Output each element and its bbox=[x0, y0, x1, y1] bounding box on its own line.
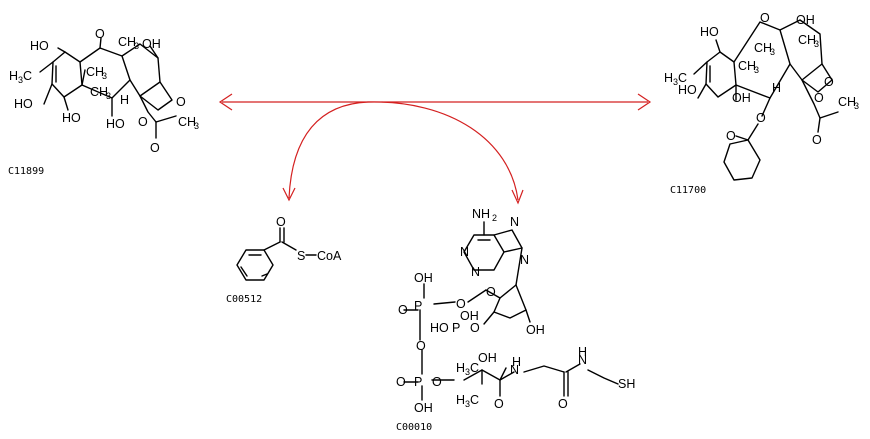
svg-text:2: 2 bbox=[492, 213, 497, 223]
svg-text:O: O bbox=[760, 11, 770, 25]
svg-text:CH: CH bbox=[118, 35, 136, 49]
svg-text:OH: OH bbox=[414, 401, 433, 415]
svg-text:N: N bbox=[578, 353, 587, 367]
svg-text:3: 3 bbox=[465, 367, 470, 377]
label-c11899: C11899 bbox=[8, 166, 44, 177]
svg-text:O: O bbox=[138, 115, 148, 129]
svg-text:P: P bbox=[414, 299, 422, 313]
arrowhead-c00512 bbox=[282, 187, 296, 202]
svg-text:P: P bbox=[452, 321, 460, 335]
svg-text:P: P bbox=[414, 375, 422, 389]
svg-text:3: 3 bbox=[465, 399, 470, 409]
svg-text:3: 3 bbox=[18, 75, 23, 85]
svg-text:CH: CH bbox=[798, 33, 816, 47]
reaction-arrows bbox=[218, 93, 652, 205]
branch-to-c00512 bbox=[288, 101, 369, 199]
svg-text:H: H bbox=[512, 355, 521, 369]
svg-text:N: N bbox=[510, 363, 519, 377]
svg-text:H: H bbox=[456, 393, 465, 407]
svg-text:3: 3 bbox=[814, 39, 819, 49]
svg-text:O: O bbox=[470, 321, 480, 335]
svg-text:O: O bbox=[812, 133, 822, 147]
svg-text:OH: OH bbox=[732, 91, 751, 105]
svg-text:O: O bbox=[150, 141, 160, 155]
svg-text:O: O bbox=[726, 129, 736, 143]
svg-text:CH: CH bbox=[838, 95, 856, 109]
svg-text:O: O bbox=[456, 297, 466, 311]
svg-text:3: 3 bbox=[673, 77, 678, 87]
arrowhead-c00010 bbox=[511, 189, 524, 205]
svg-text:N: N bbox=[510, 215, 519, 229]
svg-text:CoA: CoA bbox=[317, 249, 342, 263]
svg-text:O: O bbox=[396, 375, 406, 389]
svg-text:O: O bbox=[95, 27, 105, 41]
svg-text:C: C bbox=[470, 393, 479, 407]
svg-text:OH: OH bbox=[478, 351, 497, 365]
branch-to-c00010 bbox=[367, 101, 519, 201]
svg-text:CH: CH bbox=[754, 41, 772, 55]
svg-text:OH: OH bbox=[414, 271, 433, 285]
svg-text:NH: NH bbox=[472, 207, 490, 221]
svg-text:N: N bbox=[471, 265, 480, 279]
svg-text:O: O bbox=[486, 285, 496, 299]
svg-text:3: 3 bbox=[854, 101, 859, 111]
svg-text:CH: CH bbox=[90, 85, 108, 99]
svg-text:O: O bbox=[824, 75, 834, 89]
svg-text:O: O bbox=[756, 111, 766, 125]
svg-text:H: H bbox=[9, 69, 18, 83]
svg-text:HO: HO bbox=[62, 111, 81, 125]
svg-text:C: C bbox=[470, 361, 479, 375]
compound-c00512[interactable]: O S CoA bbox=[236, 215, 342, 281]
arrowhead-right bbox=[637, 93, 652, 111]
svg-text:O: O bbox=[432, 375, 442, 389]
svg-text:CH: CH bbox=[738, 59, 756, 73]
svg-text:O: O bbox=[176, 95, 186, 109]
label-c00512: C00512 bbox=[226, 294, 262, 305]
svg-text:HO: HO bbox=[678, 83, 697, 97]
svg-text:O: O bbox=[558, 397, 568, 411]
svg-text:3: 3 bbox=[770, 47, 775, 57]
svg-text:S: S bbox=[297, 249, 305, 263]
svg-text:HO: HO bbox=[430, 321, 449, 335]
svg-text:3: 3 bbox=[134, 41, 139, 51]
svg-text:OH: OH bbox=[796, 13, 815, 27]
svg-text:O: O bbox=[398, 303, 408, 317]
svg-text:HO: HO bbox=[14, 97, 33, 111]
svg-text:3: 3 bbox=[194, 121, 199, 131]
svg-text:3: 3 bbox=[106, 91, 111, 101]
svg-text:3: 3 bbox=[102, 71, 107, 81]
svg-text:3: 3 bbox=[754, 65, 759, 75]
svg-text:O: O bbox=[494, 397, 504, 411]
svg-text:H: H bbox=[120, 93, 129, 107]
arrowhead-left bbox=[218, 93, 233, 111]
label-c11700: C11700 bbox=[670, 185, 706, 196]
svg-text:CH: CH bbox=[178, 115, 196, 129]
svg-text:OH: OH bbox=[460, 309, 479, 323]
svg-text:O: O bbox=[276, 215, 286, 229]
svg-text:H: H bbox=[664, 71, 673, 85]
svg-text:SH: SH bbox=[618, 377, 635, 391]
svg-text:CH: CH bbox=[86, 65, 104, 79]
svg-text:OH: OH bbox=[526, 323, 545, 337]
svg-text:C: C bbox=[678, 71, 687, 85]
svg-text:C: C bbox=[23, 69, 32, 83]
svg-text:O: O bbox=[814, 91, 824, 105]
svg-text:OH: OH bbox=[142, 37, 161, 51]
svg-text:HO: HO bbox=[106, 117, 125, 131]
svg-text:N: N bbox=[520, 253, 529, 267]
svg-text:O: O bbox=[416, 339, 426, 353]
svg-text:H: H bbox=[578, 345, 587, 359]
svg-text:HO: HO bbox=[30, 39, 49, 53]
label-c00010: C00010 bbox=[396, 422, 432, 433]
svg-text:H: H bbox=[772, 81, 781, 95]
svg-text:HO: HO bbox=[700, 25, 719, 39]
svg-text:N: N bbox=[460, 245, 469, 259]
svg-text:H: H bbox=[456, 361, 465, 375]
